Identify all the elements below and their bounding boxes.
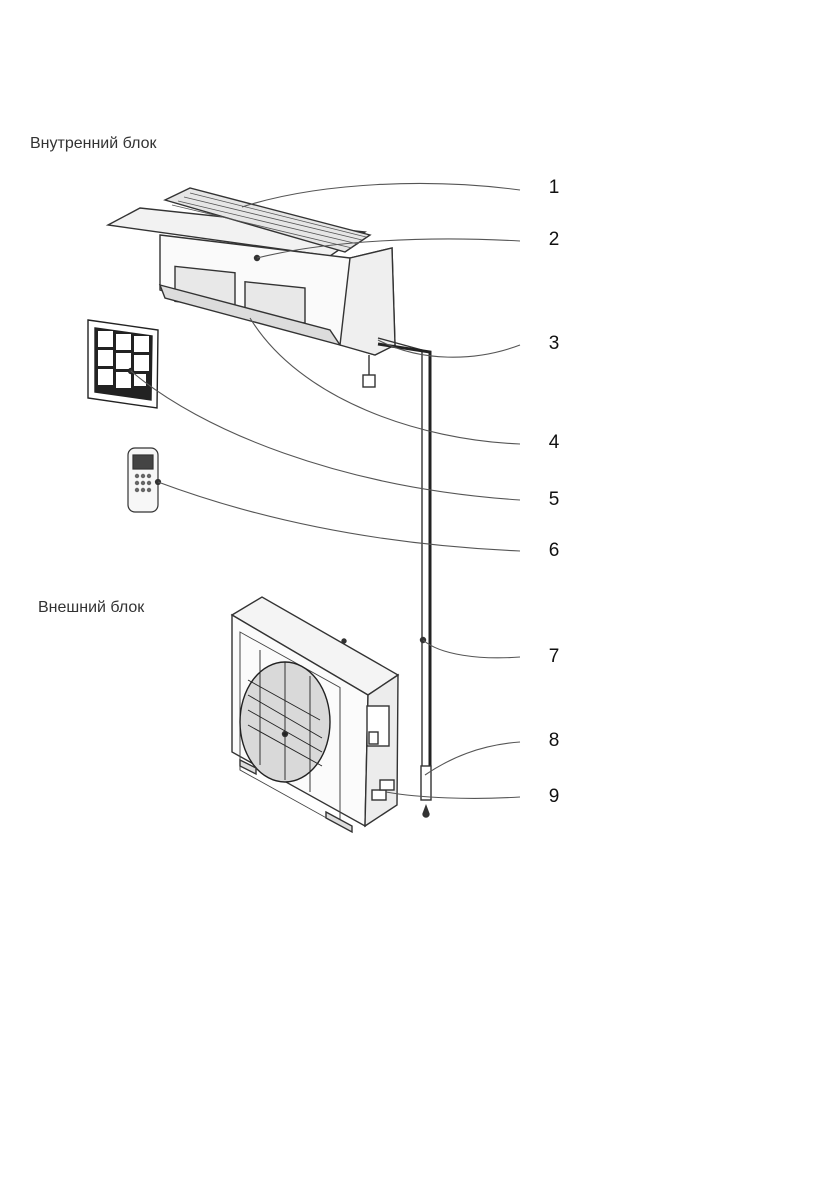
leader-line-6 bbox=[158, 482, 520, 551]
leader-line-9 bbox=[386, 792, 520, 798]
callout-number-6: 6 bbox=[544, 540, 564, 562]
outdoor-unit-illustration bbox=[232, 597, 398, 832]
leader-line-8 bbox=[425, 742, 520, 775]
callout-number-4: 4 bbox=[544, 432, 564, 454]
callout-number-9: 9 bbox=[544, 786, 564, 808]
leader-line-1 bbox=[242, 183, 520, 207]
leader-line-7 bbox=[423, 640, 520, 658]
callout-number-2: 2 bbox=[544, 229, 564, 251]
callout-number-3: 3 bbox=[544, 333, 564, 355]
callout-number-1: 1 bbox=[544, 177, 564, 199]
callout-number-8: 8 bbox=[544, 730, 564, 752]
callout-number-7: 7 bbox=[544, 646, 564, 668]
callout-number-5: 5 bbox=[544, 489, 564, 511]
leader-line-3 bbox=[378, 340, 520, 357]
remote-control-illustration bbox=[128, 448, 161, 512]
air-filter-illustration bbox=[88, 320, 158, 408]
